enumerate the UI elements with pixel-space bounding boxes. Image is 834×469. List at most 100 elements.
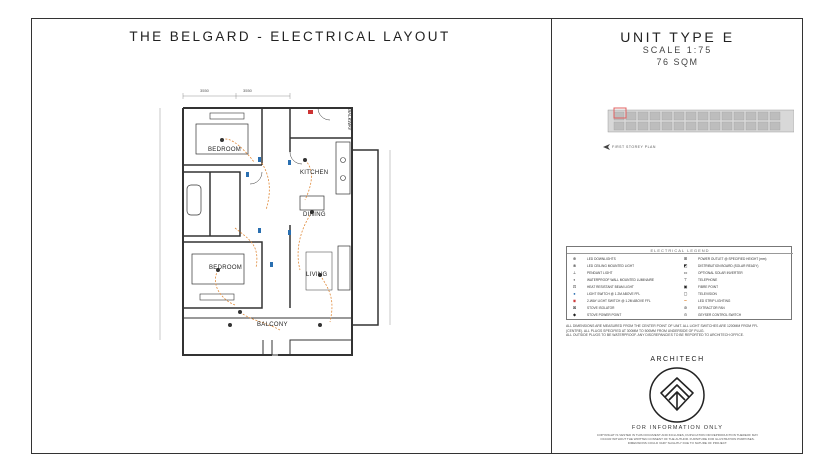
legend-symbol-icon: ⊗ xyxy=(572,263,577,268)
wall-bedroom-top xyxy=(183,108,263,166)
key-plan-unit xyxy=(721,111,733,121)
legend-symbol-icon: ⊞ xyxy=(683,256,688,261)
key-plan xyxy=(607,107,794,133)
key-plan-unit xyxy=(721,121,733,131)
downlight xyxy=(228,323,232,327)
company-name: ARCHITECH xyxy=(650,356,705,363)
legend-symbol-icon: ◐ xyxy=(573,277,576,282)
room-label-balcony: BALCONY xyxy=(257,322,288,328)
downlight xyxy=(216,268,220,272)
note-line: (CENTRE). ALL PLUGS SPECIFIED AT 300MM T… xyxy=(566,328,705,333)
downlight xyxy=(303,158,307,162)
light-switch xyxy=(246,172,249,177)
legend-item: ⊕ LED DOWNLIGHTS xyxy=(570,255,680,262)
downlight xyxy=(220,138,224,142)
floor-plan xyxy=(159,93,391,356)
architech-logo-icon xyxy=(649,367,705,423)
legend-column-right: ⊞ POWER OUTLET @ SPECIFIED HEIGHT (mm) ◩ D… xyxy=(681,255,791,318)
wiring-route xyxy=(234,227,258,269)
legend-symbol-icon: ◆ xyxy=(572,312,577,317)
key-plan-caption: FIRST STOREY PLAN xyxy=(612,145,656,149)
legend-title: ELECTRICAL LEGEND xyxy=(567,248,793,254)
legend-item: ▣FIBRE POINT xyxy=(681,283,791,290)
legend-label: TELEVISION xyxy=(698,291,717,296)
copyright-line: COPYRIGHT IS VESTED IN THIS DOCUMENT AND… xyxy=(596,433,759,437)
legend-item: ━LED STRIP LIGHTING xyxy=(681,297,791,304)
wardrobe-bottom xyxy=(199,293,235,301)
legend-label: TELEPHONE xyxy=(698,277,718,282)
living-rug xyxy=(305,251,333,291)
legend-label: STOVE ISOLATOR xyxy=(587,305,615,310)
note-line: ALL OUTSIDE PLUGS TO BE WATERPROOF. ANY … xyxy=(566,333,744,338)
legend-label: POWER OUTLET @ SPECIFIED HEIGHT (mm) xyxy=(698,256,767,261)
legend-label: STOVE POWER POINT xyxy=(587,312,622,317)
key-plan-unit xyxy=(649,111,661,121)
legend-symbol-icon: ⊡ xyxy=(572,284,577,289)
key-plan-unit xyxy=(673,111,685,121)
copyright-notice: COPYRIGHT IS VESTED IN THIS DOCUMENT AND… xyxy=(585,433,770,445)
key-plan-unit xyxy=(613,121,625,131)
room-label-living: LIVING xyxy=(306,272,328,278)
balcony-step xyxy=(262,340,272,356)
sheet-frame xyxy=(31,18,803,454)
key-plan-unit xyxy=(673,121,685,131)
key-plan-unit xyxy=(709,121,721,131)
legend-item: ◐WATERPROOF WALL MOUNTED LUMINAIRE xyxy=(570,276,680,283)
room-label-kitchen: KITCHEN xyxy=(300,170,329,176)
electrical-legend: ELECTRICAL LEGEND ⊕LED DOWNLIGHTS ⊗LED C… xyxy=(566,246,793,320)
room-label-bedroom-bottom: BEDROOM xyxy=(209,265,243,271)
sink xyxy=(340,157,346,163)
downlight xyxy=(318,273,322,277)
copyright-line: OCCUR WITHOUT THE WRITTEN CONSENT OF THE… xyxy=(600,436,755,441)
key-plan-unit xyxy=(733,121,745,131)
legend-item: ⊠ STOVE ISOLATOR xyxy=(570,304,680,311)
light-switch xyxy=(288,160,291,165)
legend-symbol-icon: ⊥ xyxy=(572,270,577,275)
legend-item: ◉2-WAY LIGHT SWITCH @ 1.2M ABOVE FFL xyxy=(570,297,680,304)
key-plan-unit xyxy=(769,121,781,131)
legend-symbol-icon: ⊕ xyxy=(572,256,577,261)
downlight xyxy=(318,323,322,327)
key-plan-unit xyxy=(769,111,781,121)
dimension-label: 3550 xyxy=(200,88,209,93)
legend-item: ⊤TELEPHONE xyxy=(681,276,791,283)
key-plan-unit xyxy=(649,121,661,131)
note-line: ALL DIMENSIONS ARE MEASURED FROM THE CEN… xyxy=(566,324,759,328)
drawing-title: THE BELGARD - ELECTRICAL LAYOUT xyxy=(129,29,451,44)
key-plan-unit xyxy=(745,111,757,121)
sofa xyxy=(337,245,351,291)
legend-symbol-icon: ◩ xyxy=(683,263,688,268)
wall-bedroom-bottom xyxy=(183,241,263,309)
legend-symbol-icon: ⊠ xyxy=(572,305,577,310)
legend-column-left: ⊕LED DOWNLIGHTS ⊗LED CEILING MOUNTED LIG… xyxy=(570,255,680,318)
legend-item: ●LIGHT SWITCH @ 1.2M ABOVE FFL xyxy=(570,290,680,297)
legend-label: DISTRIBUTION BOARD (SOLAR READY) xyxy=(698,263,759,268)
copyright-line: DIMENSIONS COULD VARY SLIGHTLY DUE TO NA… xyxy=(627,440,728,445)
key-plan-unit xyxy=(757,111,769,121)
dim-tick xyxy=(182,93,291,99)
wall-right-projection xyxy=(352,149,379,326)
wiring-route xyxy=(259,159,270,211)
general-notes: ALL DIMENSIONS ARE MEASURED FROM THE CEN… xyxy=(566,324,794,338)
bathtub xyxy=(186,184,202,216)
legend-item: ⊞ POWER OUTLET @ SPECIFIED HEIGHT (mm) xyxy=(681,255,791,262)
legend-label: HEAT RESISTANT BEAM LIGHT xyxy=(587,284,634,289)
unit-type-title: UNIT TYPE E xyxy=(620,29,735,45)
legend-item: ▭OPTIONAL SOLAR INVERTER xyxy=(681,269,791,276)
legend-item: ⊥PENDANT LIGHT xyxy=(570,269,680,276)
legend-label: LIGHT SWITCH @ 1.2M ABOVE FFL xyxy=(587,291,641,296)
key-plan-unit xyxy=(685,111,697,121)
legend-symbol-icon: ━ xyxy=(684,298,687,303)
key-plan-unit xyxy=(757,121,769,131)
key-plan-unit xyxy=(733,111,745,121)
legend-symbol-icon: ⊙ xyxy=(683,312,688,317)
legend-symbol-icon: ▣ xyxy=(683,284,688,289)
legend-symbol-icon: ▭ xyxy=(683,270,688,275)
distribution-board xyxy=(308,110,313,114)
wardrobe-top xyxy=(209,112,245,120)
stove-burner xyxy=(340,175,346,181)
legend-label: LED DOWNLIGHTS xyxy=(587,256,616,261)
dining-table xyxy=(299,195,325,211)
key-plan-unit xyxy=(637,121,649,131)
dimension-label: 3550 xyxy=(243,88,252,93)
